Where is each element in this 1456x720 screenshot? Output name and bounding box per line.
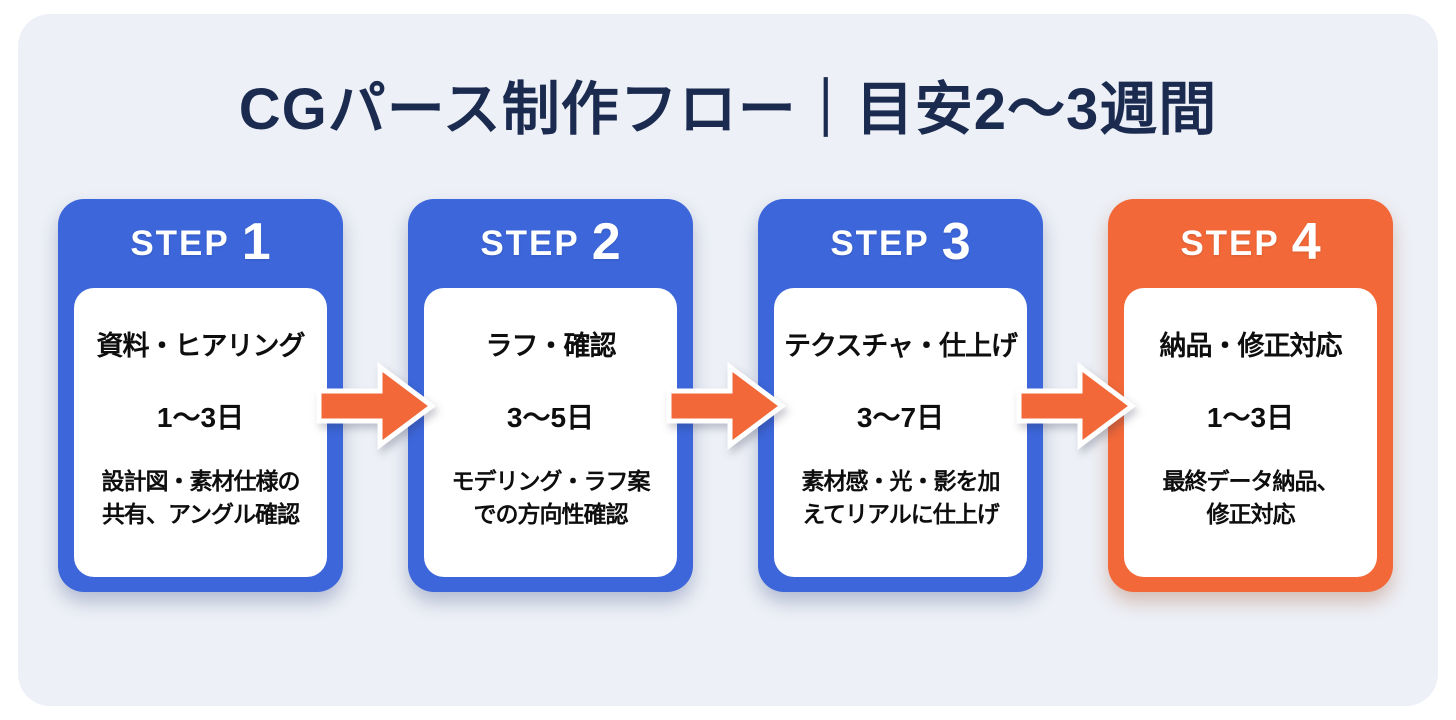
step-2-desc-line2: での方向性確認 — [473, 501, 629, 527]
step-1-header: STEP 1 — [58, 199, 343, 288]
page-title: CGパース制作フロー｜目安2〜3週間 — [238, 77, 1218, 142]
step-2-label: STEP — [480, 224, 580, 263]
step-1-number: 1 — [241, 212, 271, 271]
step-1-description: 設計図・素材仕様の 共有、アングル確認 — [74, 465, 327, 531]
step-3-number: 3 — [941, 212, 971, 271]
step-2-duration: 3〜5日 — [506, 402, 595, 433]
step-4-number: 4 — [1291, 212, 1321, 271]
step-1-duration: 1〜3日 — [156, 402, 245, 433]
step-4-body: 納品・修正対応 1〜3日 最終データ納品、 修正対応 — [1124, 288, 1377, 577]
step-1-desc-line1: 設計図・素材仕様の — [101, 468, 301, 494]
step-2-desc-line1: モデリング・ラフ案 — [451, 468, 651, 494]
step-2-title: ラフ・確認 — [485, 331, 617, 361]
step-1-card: STEP 1 資料・ヒアリング 1〜3日 設計図・素材仕様の 共有、アングル確認 — [58, 199, 343, 592]
step-2-header: STEP 2 — [408, 199, 693, 288]
step-3-title: テクスチャ・仕上げ — [784, 331, 1018, 361]
flow-arrow-right-icon — [666, 362, 786, 450]
step-4-card: STEP 4 納品・修正対応 1〜3日 最終データ納品、 修正対応 — [1108, 199, 1393, 592]
step-2-card: STEP 2 ラフ・確認 3〜5日 モデリング・ラフ案 での方向性確認 — [408, 199, 693, 592]
step-3-description: 素材感・光・影を加 えてリアルに仕上げ — [774, 465, 1027, 531]
step-4-header: STEP 4 — [1108, 199, 1393, 288]
step-4-label: STEP — [1180, 224, 1280, 263]
step-1-body: 資料・ヒアリング 1〜3日 設計図・素材仕様の 共有、アングル確認 — [74, 288, 327, 577]
flow-arrow-right-icon — [316, 362, 436, 450]
step-1-desc-line2: 共有、アングル確認 — [101, 501, 300, 527]
step-3-desc-line1: 素材感・光・影を加 — [801, 468, 1001, 494]
step-4-desc-line2: 修正対応 — [1206, 501, 1296, 527]
step-1-label: STEP — [130, 224, 230, 263]
step-1-title: 資料・ヒアリング — [96, 331, 306, 361]
step-3-header: STEP 3 — [758, 199, 1043, 288]
step-4-description: 最終データ納品、 修正対応 — [1124, 465, 1377, 531]
step-4-duration: 1〜3日 — [1206, 402, 1295, 433]
step-4-title: 納品・修正対応 — [1159, 331, 1343, 361]
step-3-desc-line2: えてリアルに仕上げ — [802, 501, 1000, 527]
step-3-card: STEP 3 テクスチャ・仕上げ 3〜7日 素材感・光・影を加 えてリアルに仕上… — [758, 199, 1043, 592]
step-2-description: モデリング・ラフ案 での方向性確認 — [424, 465, 677, 531]
step-4-desc-line1: 最終データ納品、 — [1162, 468, 1340, 494]
step-2-body: ラフ・確認 3〜5日 モデリング・ラフ案 での方向性確認 — [424, 288, 677, 577]
flow-arrow-right-icon — [1016, 362, 1136, 450]
step-3-label: STEP — [830, 224, 930, 263]
step-3-duration: 3〜7日 — [856, 402, 945, 433]
step-3-body: テクスチャ・仕上げ 3〜7日 素材感・光・影を加 えてリアルに仕上げ — [774, 288, 1027, 577]
step-2-number: 2 — [591, 212, 621, 271]
